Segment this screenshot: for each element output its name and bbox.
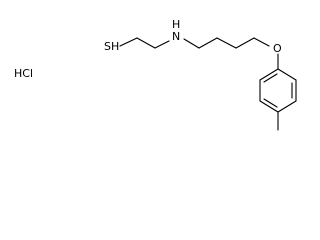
bond-c5-c6 xyxy=(235,37,255,49)
ring-bond-1 xyxy=(277,68,297,81)
bond-c6-o xyxy=(253,37,270,47)
ring-bond-4 xyxy=(259,100,279,113)
ring-bond-6 xyxy=(259,68,279,81)
ring-double-2 xyxy=(263,98,278,108)
molecule-drawing: SH N H O HCl xyxy=(14,18,297,131)
bond-c1-c2 xyxy=(136,37,156,49)
ring-bond-3 xyxy=(277,100,297,113)
bond-c3-c4 xyxy=(198,37,218,49)
amine-n-label: N xyxy=(172,30,180,43)
thiol-label: SH xyxy=(104,40,119,53)
amine-h-label: H xyxy=(172,18,180,31)
bond-n-c3 xyxy=(183,38,200,49)
structure-canvas: SH N H O HCl xyxy=(14,18,297,131)
salt-label: HCl xyxy=(14,67,33,80)
bonds xyxy=(119,37,297,131)
bond-c2-n xyxy=(154,40,170,49)
bond-s-c1 xyxy=(119,37,138,47)
bond-c4-c5 xyxy=(216,37,237,49)
ether-oxygen-label: O xyxy=(273,42,282,55)
ring-double-3 xyxy=(263,73,278,83)
